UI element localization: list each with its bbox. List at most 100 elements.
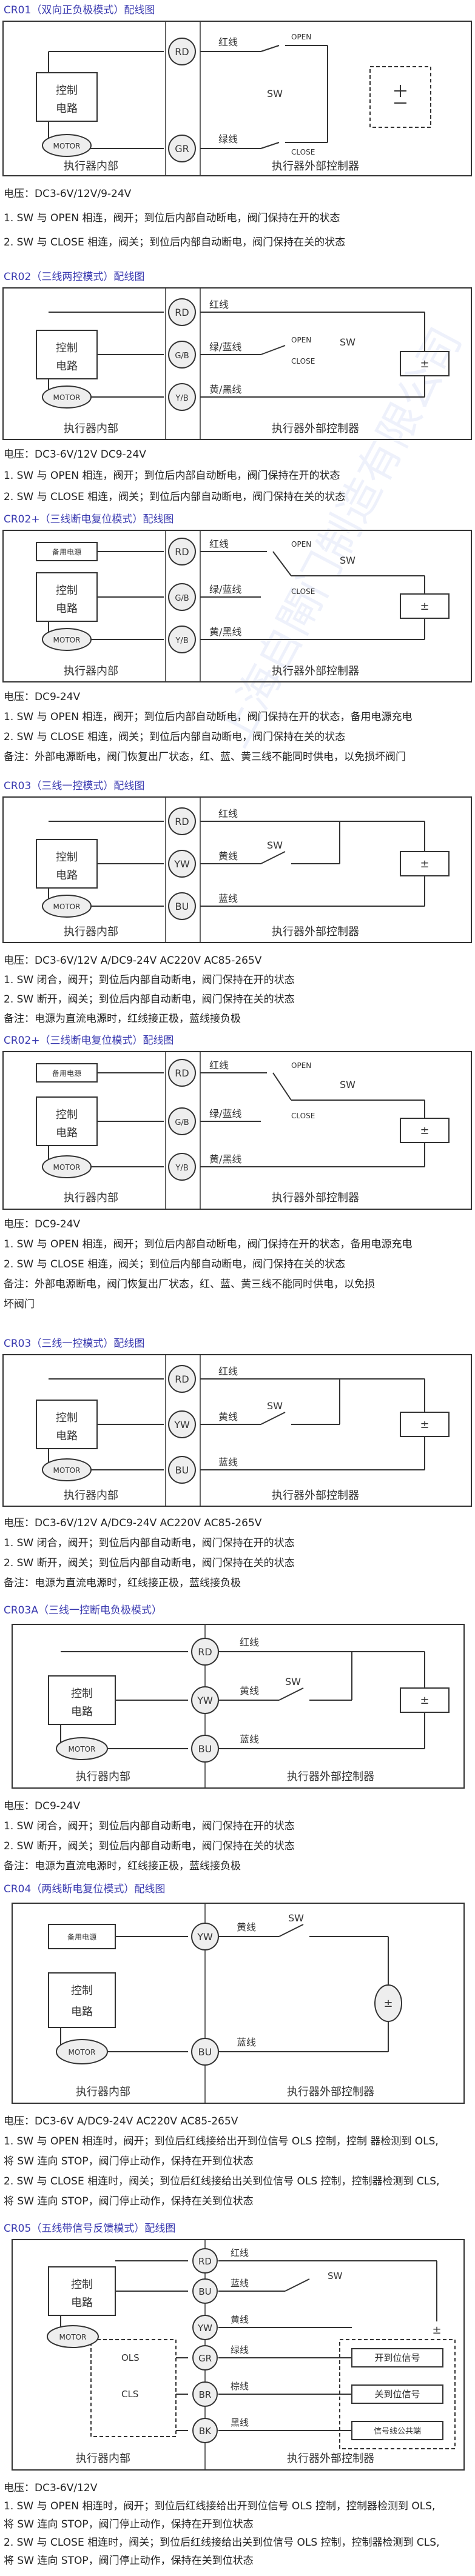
gb-terminal-label: G/B <box>175 594 189 603</box>
yw-terminal-label: YW <box>173 1419 190 1430</box>
section-title: CR02+（三线断电复位模式）配线图 <box>4 1035 174 1047</box>
rd-terminal-label: RD <box>198 1646 212 1658</box>
motor-label: MOTOR <box>59 2333 87 2341</box>
sw-label: SW <box>267 1400 283 1412</box>
spec-line: 备注：电源为直流电源时，红线接正极，蓝线接负极 <box>4 1013 241 1025</box>
motor-label: MOTOR <box>53 142 81 150</box>
yw-terminal-label: YW <box>197 1931 213 1943</box>
spec-line: 备注：外部电源断电，阀门恢复出厂状态，红、蓝、黄三线不能同时供电，以免损 <box>4 1278 375 1290</box>
spec-line: 1. SW 与 OPEN 相连，阀开；到位后内部自动断电，阀门保持在开的状态 <box>4 470 340 482</box>
rd-terminal-label: RD <box>175 46 189 58</box>
inner-label: 执行器内部 <box>64 926 118 938</box>
yw-terminal-label: YW <box>197 1695 213 1706</box>
spec-line: 2. SW 断开，阀关；到位后内部自动断电，阀门保持在关的状态 <box>4 1840 295 1852</box>
spec-line: 电压：DC3-6V/12V A/DC9-24V AC220V AC85-265V <box>4 955 262 967</box>
wire-label-red: 红线 <box>231 2247 249 2258</box>
wire-label-red: 红线 <box>218 36 238 48</box>
sw-label: SW <box>285 1676 301 1687</box>
section-title: CR01（双向正负极模式）配线图 <box>4 4 155 16</box>
wire-label-black: 黑线 <box>231 2417 249 2428</box>
wiring-diagram: RD YW BU 红线 黄线 蓝线 SW 控制 电路 MOTOR 执行器内部 执… <box>2 1354 472 1507</box>
spec-line: 备注：电源为直流电源时，红线接正极，蓝线接负极 <box>4 1860 241 1872</box>
cls-label: CLS <box>121 2389 138 2400</box>
sw-label: SW <box>340 1079 355 1090</box>
spec-line: 1. SW 与 OPEN 相连时，阀开；到位后红线接给出开到位信号 OLS 控制… <box>4 2135 439 2147</box>
svg-text:±: ± <box>432 2324 441 2337</box>
svg-text:±: ± <box>420 1418 429 1431</box>
wiring-diagram: RD YW BU 红线 黄线 蓝线 SW 控制 电路 MOTOR 执行器内部 执… <box>12 1624 465 1789</box>
wire-label-red: 红线 <box>218 1366 238 1377</box>
spec-line: 2. SW 断开，阀关；到位后内部自动断电，阀门保持在关的状态 <box>4 993 295 1006</box>
section-title: CR03A（三线一控断电负极模式） <box>4 1604 162 1617</box>
sw-label: SW <box>267 88 283 99</box>
spec-line: 1. SW 与 OPEN 相连，阀开；到位后内部自动断电，阀门保持在开的状态，备… <box>4 1238 413 1250</box>
wiring-diagram: 备用电源 RD G/B Y/B 红线 绿/蓝线 黄/黑线 OPEN CLOSE … <box>2 1051 472 1210</box>
outer-label: 执行器外部控制器 <box>287 1770 374 1783</box>
spec-line: 2. SW 与 CLOSE 相连，阀关；到位后内部自动断电，阀门保持在关的状态 <box>4 731 346 743</box>
gr-terminal-label: GR <box>175 143 189 155</box>
control-label-1: 控制 <box>56 342 78 355</box>
section-cr04: CR04（两线断电复位模式）配线图 备用电源 YW BU 黄线 <box>0 1879 475 2218</box>
spec-line: 电压：DC3-6V/12V DC9-24V <box>4 449 146 461</box>
rd-terminal-label: RD <box>175 1067 189 1079</box>
control-label-1: 控制 <box>71 2278 93 2291</box>
spec-line: 电压：DC3-6V A/DC9-24V AC220V AC85-265V <box>4 2115 238 2127</box>
close-label: CLOSE <box>291 1112 315 1120</box>
wire-label-red: 红线 <box>218 808 238 819</box>
outer-label: 执行器外部控制器 <box>272 422 359 435</box>
outer-label: 执行器外部控制器 <box>272 1489 359 1502</box>
spec-line: 2. SW 与 CLOSE 相连，阀关；到位后内部自动断电，阀门保持在关的状态 <box>4 1258 346 1270</box>
control-label-2: 电路 <box>56 102 78 115</box>
motor-label: MOTOR <box>53 1466 81 1475</box>
section-cr03-2: CR03（三线一控模式）配线图 RD YW <box>0 1333 475 1600</box>
open-label: OPEN <box>291 336 311 344</box>
wire-label-green-blue: 绿/蓝线 <box>209 341 241 353</box>
wire-label-green-blue: 绿/蓝线 <box>209 584 241 595</box>
wire-label-green-blue: 绿/蓝线 <box>209 1108 241 1119</box>
control-label-1: 控制 <box>71 1984 93 1997</box>
wiring-diagram: 备用电源 YW BU 黄线 蓝线 SW 控制 电路 MOTOR 执行器内部 执行… <box>12 1903 465 2104</box>
section-title: CR02+（三线断电复位模式）配线图 <box>4 513 174 526</box>
spec-line: 坏阀门 <box>4 1298 35 1310</box>
wire-label-yellow: 黄线 <box>218 850 238 862</box>
svg-text:±: ± <box>420 1124 429 1137</box>
wire-label-yellow: 黄线 <box>237 1921 256 1933</box>
motor-label: MOTOR <box>53 393 81 402</box>
sw-label: SW <box>267 839 283 851</box>
wire-label-yellow-black: 黄/黑线 <box>209 384 241 395</box>
spec-line: 2. SW 断开，阀关；到位后内部自动断电，阀门保持在关的状态 <box>4 1557 295 1569</box>
inner-label: 执行器内部 <box>76 2452 130 2465</box>
wire-label-red: 红线 <box>209 538 229 550</box>
control-label-1: 控制 <box>71 1687 93 1700</box>
inner-label: 执行器内部 <box>76 1770 130 1783</box>
spec-line: 电压：DC9-24V <box>4 1218 81 1230</box>
wiring-diagram: RD GR 红线 绿线 OPEN CLOSE SW 控制 电路 MOTOR 执行… <box>2 21 472 176</box>
gb-terminal-label: G/B <box>175 1118 189 1127</box>
control-label-2: 电路 <box>56 1430 78 1443</box>
control-label-2: 电路 <box>56 360 78 373</box>
spec-line: 1. SW 闭合，阀开；到位后内部自动断电，阀门保持在开的状态 <box>4 1820 295 1832</box>
spec-line: 2. SW 与 CLOSE 相连，阀关；到位后内部自动断电，阀门保持在关的状态 <box>4 491 346 503</box>
wiring-diagram: RD BU YW GR BR BK 红线 蓝线 黄线 绿线 棕线 黑线 SW O… <box>12 2239 465 2471</box>
wire-label-blue: 蓝线 <box>231 2278 249 2289</box>
yw-terminal-label: YW <box>197 2323 212 2334</box>
wiring-diagram: RD G/B Y/B 红线 绿/蓝线 黄/黑线 OPEN CLOSE SW 控制… <box>2 287 472 440</box>
battery-label: 备用电源 <box>67 1933 96 1941</box>
wiring-diagram: 备用电源 RD G/B Y/B 红线 绿/蓝线 黄/黑线 OPEN CLOSE … <box>2 530 472 682</box>
gb-terminal-label: G/B <box>175 352 189 361</box>
section-cr03: CR03（三线一控模式）配线图 RD YW <box>0 776 475 1030</box>
control-label-2: 电路 <box>56 602 78 615</box>
spec-line: 将 SW 连向 STOP，阀门停止动作，保持在开到位状态 <box>4 2518 254 2531</box>
inner-label: 执行器内部 <box>64 665 118 678</box>
control-label-1: 控制 <box>56 851 78 864</box>
spec-line: 电压：DC9-24V <box>4 691 81 703</box>
spec-line: 1. SW 与 OPEN 相连时，阀开；到位后红线接给出开到位信号 OLS 控制… <box>4 2500 436 2512</box>
section-title: CR03（三线一控模式）配线图 <box>4 1338 145 1350</box>
close-label: CLOSE <box>291 587 315 596</box>
rd-terminal-label: RD <box>175 816 189 827</box>
svg-text:±: ± <box>420 600 429 613</box>
yb-terminal-label: Y/B <box>175 1164 188 1173</box>
wire-label-blue: 蓝线 <box>218 893 238 904</box>
rd-terminal-label: RD <box>175 307 189 318</box>
spec-line: 电压：DC3-6V/12V <box>4 2482 98 2494</box>
